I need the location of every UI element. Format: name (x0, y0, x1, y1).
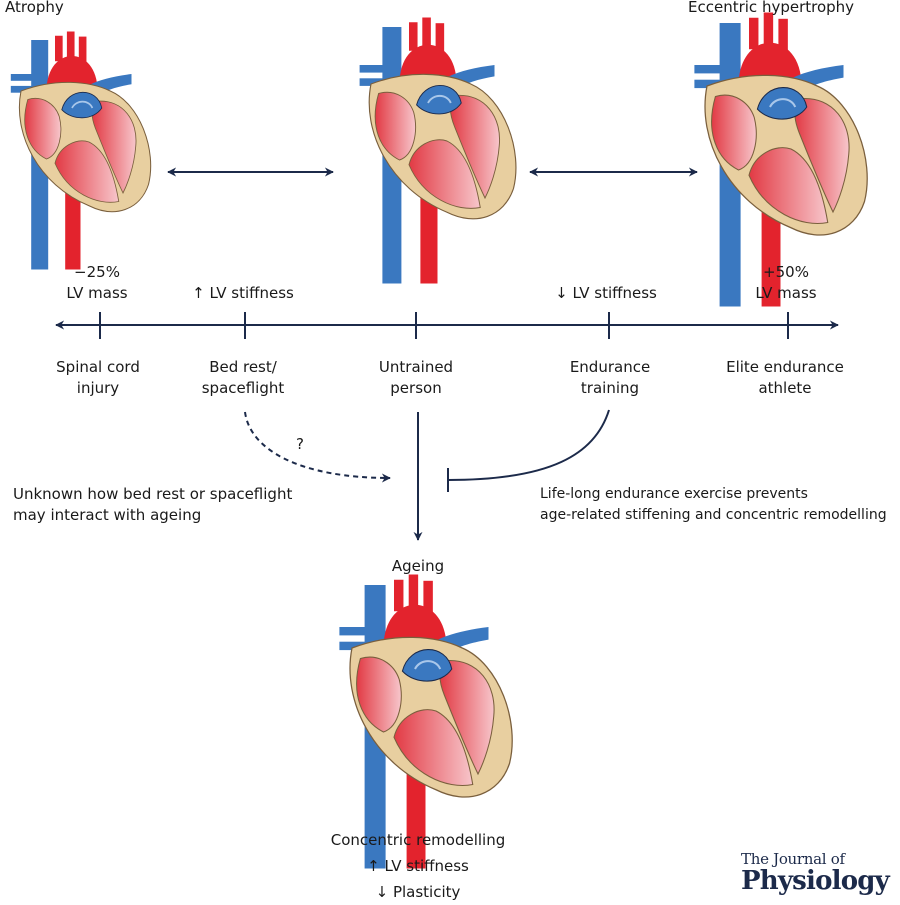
note-line: Life-long endurance exercise prevents (540, 486, 808, 502)
category-line: Elite endurance (726, 358, 844, 376)
category-elite: Elite endurance athlete (726, 357, 844, 399)
category-line: spaceflight (201, 379, 285, 397)
journal-logo-line1: The Journal of (741, 850, 845, 868)
ageing-outcome: Concentric remodelling ↑ LV stiffness ↓ … (331, 827, 506, 905)
eccentric-title: Eccentric hypertrophy (688, 0, 855, 16)
category-bed-rest: Bed rest/ spaceflight (202, 357, 285, 399)
question-mark: ? (296, 435, 304, 453)
category-spinal-cord: Spinal cord injury (56, 357, 140, 399)
atrophy-heart (9, 30, 152, 271)
outcome-line: ↑ LV stiffness (367, 857, 469, 875)
ageing-title: Ageing (391, 557, 445, 575)
category-line: Endurance (569, 358, 651, 376)
category-line: athlete (758, 379, 812, 397)
bed-rest-effect: ↑ LV stiffness (192, 284, 294, 302)
endurance-effect: ↓ LV stiffness (555, 284, 657, 302)
journal-logo-line2: Physiology (741, 866, 890, 896)
right-metric: +50% LV mass (755, 262, 816, 304)
left-metric-value: −25% (74, 263, 120, 281)
untrained-heart (358, 16, 517, 285)
endurance-inhibition-curve (447, 409, 610, 481)
note-line: Unknown how bed rest or spaceflight (13, 485, 293, 503)
category-line: Bed rest/ (209, 358, 277, 376)
outcome-line: Concentric remodelling (330, 831, 506, 849)
bed-rest-ageing-dashed-arrow (244, 411, 391, 483)
note-line: may interact with ageing (13, 506, 202, 524)
category-line: Untrained (378, 358, 454, 376)
category-line: Spinal cord (56, 358, 140, 376)
right-metric-unit: LV mass (755, 284, 817, 302)
right-metric-value: +50% (763, 263, 809, 281)
left-metric: −25% LV mass (66, 262, 127, 304)
note-line: age-related stiffening and concentric re… (540, 507, 887, 523)
journal-logo: The Journal of Physiology (741, 850, 890, 896)
category-endurance: Endurance training (570, 357, 650, 399)
outcome-line: ↓ Plasticity (375, 883, 461, 901)
lifelong-note: Life-long endurance exercise prevents ag… (540, 484, 887, 526)
category-line: injury (76, 379, 120, 397)
category-line: person (390, 379, 442, 397)
scale-ticks (99, 312, 789, 339)
atrophy-title: Atrophy (5, 0, 64, 16)
ageing-heart (338, 573, 514, 870)
category-untrained: Untrained person (379, 357, 453, 399)
left-metric-unit: LV mass (66, 284, 128, 302)
unknown-note: Unknown how bed rest or spaceflight may … (13, 484, 292, 526)
category-line: training (580, 379, 640, 397)
